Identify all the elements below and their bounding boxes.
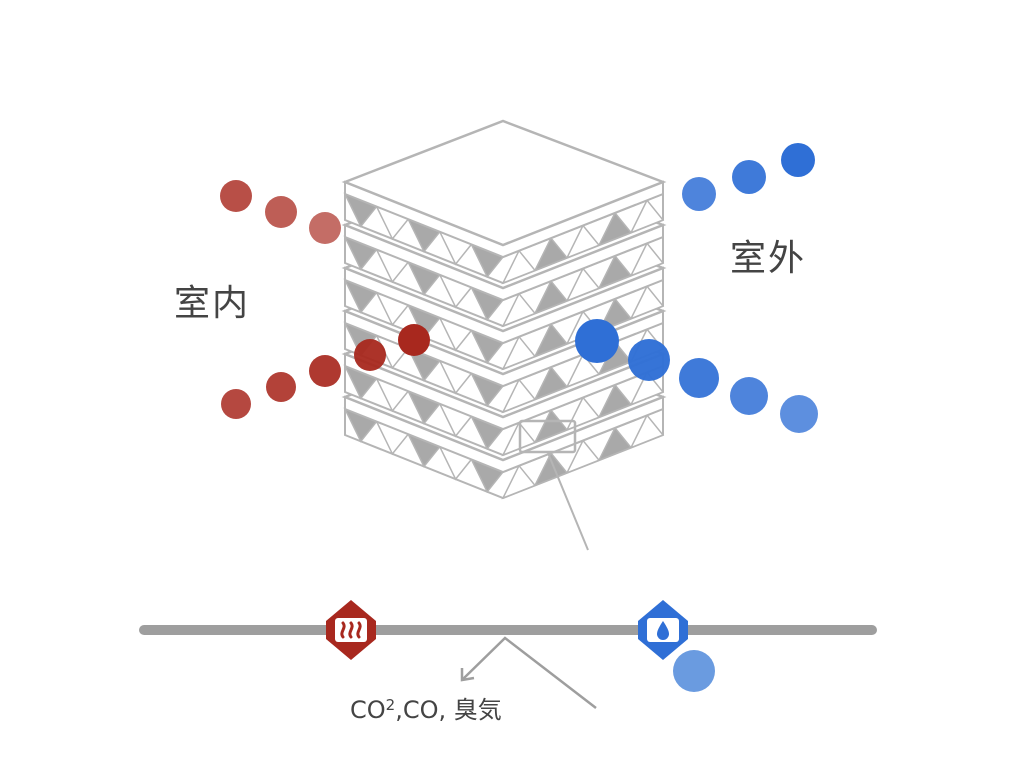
core-flute <box>629 370 665 407</box>
core-flute <box>501 249 537 285</box>
air-particle <box>398 324 430 356</box>
core-flute <box>565 439 601 475</box>
air-particle <box>309 212 341 244</box>
core-flute <box>501 335 537 371</box>
moisture-particle <box>673 650 715 692</box>
core-flute <box>597 211 633 247</box>
moisture-exchange-icon <box>638 600 688 660</box>
air-particle <box>730 377 768 415</box>
zoom-callout <box>518 419 589 551</box>
air-particle <box>309 355 341 387</box>
air-particle <box>628 339 670 381</box>
zoom-leader-line <box>547 452 589 551</box>
air-particle <box>575 319 619 363</box>
gas-blocked-arrow <box>461 636 597 709</box>
core-plate-top <box>341 119 667 247</box>
indoor-label: 室内 <box>174 283 250 324</box>
core-flute <box>629 284 665 321</box>
air-particle <box>682 177 716 211</box>
indoor-air-stream-lower <box>221 324 430 419</box>
core-flute <box>533 322 569 358</box>
indoor-air-stream-upper <box>220 180 341 244</box>
heat-exchanger-core <box>341 119 667 500</box>
outdoor-air-stream-upper <box>682 143 815 211</box>
air-particle <box>265 196 297 228</box>
core-flute <box>501 464 537 500</box>
core-corrugation-layer <box>343 407 665 500</box>
outdoor-label: 室外 <box>730 238 806 279</box>
core-flute <box>501 292 537 328</box>
outdoor-air-stream-lower <box>575 319 818 433</box>
core-flute <box>565 353 601 389</box>
air-particle <box>221 389 251 419</box>
core-flute <box>533 451 569 487</box>
core-flute <box>565 267 601 303</box>
membrane-detail <box>139 625 877 709</box>
core-flute <box>629 413 665 450</box>
air-particle <box>679 358 719 398</box>
core-flute <box>629 241 665 278</box>
air-particle <box>354 339 386 371</box>
core-flute <box>629 198 665 235</box>
zoom-box <box>518 419 577 454</box>
core-flute <box>597 254 633 290</box>
core-flute <box>533 365 569 401</box>
gas-label-suffix: ,CO, 臭気 <box>395 696 502 724</box>
core-flute <box>533 236 569 272</box>
air-particle <box>780 395 818 433</box>
core-corrugation-layer <box>343 235 665 328</box>
core-flute <box>565 224 601 260</box>
core-flute <box>597 426 633 462</box>
gas-blocked-arrowhead <box>460 668 475 682</box>
air-particle <box>781 143 815 177</box>
core-plate <box>341 119 667 259</box>
gas-label: CO2,CO, 臭気 <box>350 696 502 724</box>
air-particle <box>732 160 766 194</box>
gas-label-prefix: CO <box>350 696 386 724</box>
heat-exchange-icon <box>326 600 376 660</box>
core-flute <box>597 383 633 419</box>
core-flute <box>501 378 537 414</box>
gas-label-subscript: 2 <box>386 696 396 714</box>
air-particle <box>266 372 296 402</box>
core-flute <box>533 279 569 315</box>
air-particle <box>220 180 252 212</box>
